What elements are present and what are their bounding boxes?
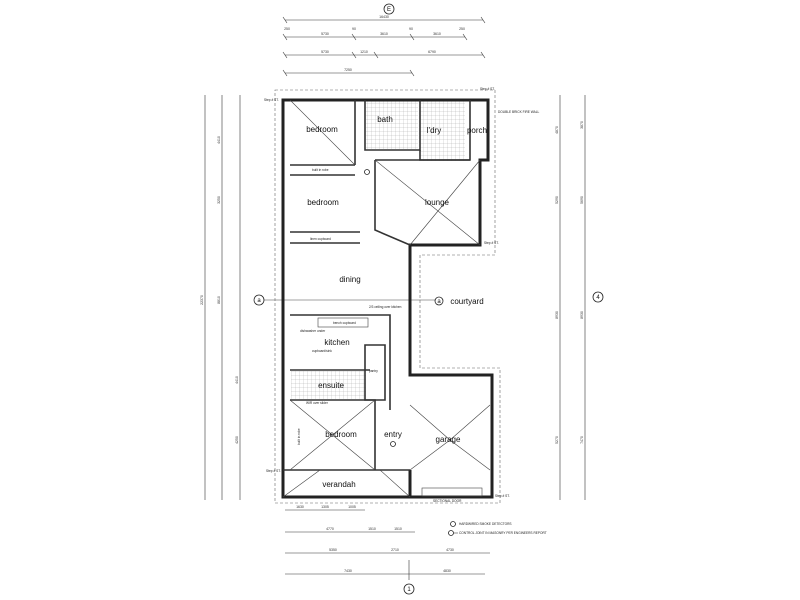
plan-text: 8930	[580, 311, 584, 319]
room-entry: entry	[384, 430, 402, 439]
room-bedroom-3: bedroom	[325, 430, 357, 439]
room-bedroom-1: bedroom	[306, 125, 338, 134]
exterior-walls	[281, 98, 494, 499]
plan-text: 5290	[555, 196, 559, 204]
plan-text: Step # ST.	[484, 241, 499, 245]
notes: built in robe linen cupboard bench cupbo…	[264, 87, 540, 503]
plan-text: 7430	[344, 569, 352, 573]
room-lounge: lounge	[425, 198, 450, 207]
plan-text: 4410	[235, 376, 239, 384]
plan-text: 2/3 ceiling over kitchen	[369, 305, 402, 309]
plan-text: 250	[284, 27, 290, 31]
plan-text: 1510	[368, 527, 376, 531]
plan-text: 90	[409, 27, 413, 31]
room-dining: dining	[339, 275, 360, 284]
room-kitchen: kitchen	[324, 338, 349, 347]
plan-text: Step # ST.	[266, 469, 281, 473]
plan-text: Step # ST.	[495, 494, 510, 498]
plan-text: cupboard/sink	[312, 349, 332, 353]
plan-text: 3870	[580, 121, 584, 129]
plan-text: SECTIONAL DOOR	[433, 499, 462, 503]
grid-bubble-top	[383, 3, 395, 15]
plan-text: 5730	[321, 32, 329, 36]
control-joint-icon	[448, 530, 454, 536]
smoke-detector-icon	[450, 521, 456, 527]
plan-text: built in robe	[297, 428, 301, 445]
room-bath: bath	[377, 115, 393, 124]
plan-text: 6790	[428, 50, 436, 54]
plan-text: a	[437, 299, 441, 305]
roof-outline	[274, 89, 501, 504]
plan-text: 5730	[321, 50, 329, 54]
bottom-dimensions: 1630 1305 1005 4770 1510 1510 5350 2710 …	[285, 505, 490, 595]
room-porch: porch	[467, 126, 487, 135]
plan-text: WIR over slider	[306, 401, 329, 405]
interior-walls	[282, 99, 491, 498]
plan-text: 4250	[235, 436, 239, 444]
legend: HARDWIRED SMOKE DETECTORS CONTROL JOINT …	[448, 521, 547, 536]
plan-text: 90	[352, 27, 356, 31]
plan-text: 1210	[360, 50, 368, 54]
left-dimensions: 22370 4410 3250 8810 4410 4250 a	[200, 95, 440, 500]
plan-text: 2710	[391, 548, 399, 552]
grid-bubble-right	[592, 291, 604, 303]
plan-text: CONTROL JOINT IN MASONRY PER ENGINEERS R…	[459, 531, 547, 535]
room-labels: bedroom bath l'dry porch bedroom lounge …	[306, 115, 487, 489]
plan-text: 1630	[296, 505, 304, 509]
bench-cupboard	[317, 317, 369, 328]
plan-text: 4730	[446, 548, 454, 552]
plan-text: 3610	[380, 32, 388, 36]
plan-text: 1	[407, 587, 411, 593]
plan-text: 4870	[555, 126, 559, 134]
room-laundry: l'dry	[427, 126, 441, 135]
plan-text: 7470	[580, 436, 584, 444]
plan-text: bench cupboard	[333, 321, 356, 325]
plan-text: HARDWIRED SMOKE DETECTORS	[459, 522, 512, 526]
plan-text: 8930	[555, 311, 559, 319]
plan-text: dishwasher under	[300, 329, 326, 333]
plan-text: built in robe	[312, 168, 329, 172]
plan-text: Step # ST.	[480, 87, 495, 91]
plan-text: Step # ST.	[264, 98, 279, 102]
plan-text: 4770	[326, 527, 334, 531]
plan-text: linen cupboard	[310, 237, 331, 241]
room-garage: garage	[436, 435, 461, 444]
plan-text: 5350	[329, 548, 337, 552]
room-verandah: verandah	[322, 480, 355, 489]
plan-text: 1510	[394, 527, 402, 531]
plan-text: 22370	[200, 295, 204, 305]
dim-text: 16430	[379, 15, 389, 19]
room-courtyard: courtyard	[450, 297, 483, 306]
plan-text: a	[257, 298, 261, 304]
plan-text: 4	[596, 295, 600, 301]
plan-text: 250	[459, 27, 465, 31]
plan-text: 4830	[443, 569, 451, 573]
plan-text: DOUBLE BRICK FIRE WALL	[498, 110, 540, 114]
plan-text: 4410	[217, 136, 221, 144]
plan-text: pantry	[369, 369, 378, 373]
smoke-detectors	[364, 169, 396, 447]
grid-bubble-middle	[434, 296, 444, 306]
plan-text: 3610	[433, 32, 441, 36]
plan-text: 5690	[580, 196, 584, 204]
plan-text: 8810	[217, 296, 221, 304]
plan-text: 1305	[321, 505, 329, 509]
room-bedroom-2: bedroom	[307, 198, 339, 207]
right-dimensions: 4870 5290 8930 5270 3870 5690 8930 7470 …	[555, 95, 604, 500]
room-ensuite: ensuite	[318, 381, 344, 390]
plan-text: 1005	[348, 505, 356, 509]
grid-bubble-bottom	[403, 583, 415, 595]
plan-text: 5270	[555, 436, 559, 444]
plan-text: 3250	[217, 196, 221, 204]
plan-text: E	[387, 7, 391, 13]
top-dimensions: 16430 5730 3610 3610 250 90 90 250 5730 …	[282, 3, 486, 77]
plan-text: 7250	[344, 68, 352, 72]
